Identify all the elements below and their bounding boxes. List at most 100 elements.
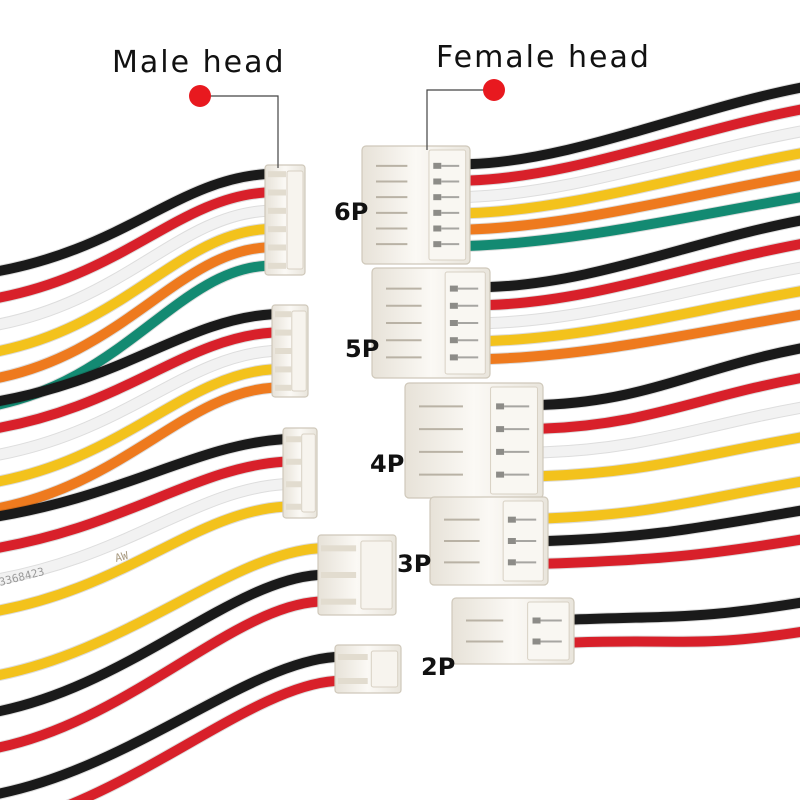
female-contact — [507, 538, 516, 544]
pin-count-label: 4P — [370, 450, 405, 478]
female-head-label: Female head — [436, 40, 651, 75]
male-pin-slot — [268, 171, 286, 178]
male-head-label: Male head — [112, 45, 286, 80]
female-contact — [449, 337, 458, 344]
male-pin-slot — [286, 503, 302, 510]
male-pin-slot — [275, 366, 292, 373]
female-wire — [538, 402, 800, 458]
female-wire — [465, 82, 800, 170]
male-pin-slot — [268, 262, 286, 269]
female-housing-back — [428, 149, 467, 261]
male-wire — [0, 346, 277, 460]
female-wire — [465, 104, 800, 186]
female-contact — [433, 209, 442, 216]
male-pin-slot — [275, 311, 292, 318]
male-pin-slot — [286, 481, 302, 488]
male-wire — [0, 479, 288, 585]
female-wires — [464, 81, 800, 649]
male-wire — [0, 543, 323, 680]
female-contact — [449, 320, 458, 326]
male-housing-latch — [291, 310, 307, 392]
female-wire — [543, 534, 800, 569]
male-wire — [0, 364, 277, 487]
male-housing-latch — [360, 540, 393, 610]
female-marker-dot — [483, 79, 505, 101]
male-pin-slot — [275, 348, 292, 354]
male-wire — [0, 242, 270, 383]
female-leader-line — [426, 89, 492, 150]
female-contact — [433, 225, 442, 232]
pin-count-label: 3P — [397, 550, 432, 578]
female-wire — [538, 373, 800, 434]
male-housing-latch — [286, 170, 304, 270]
female-contact — [449, 354, 458, 361]
female-wire — [485, 215, 800, 292]
female-contact — [496, 403, 505, 410]
male-pin-slot — [286, 436, 302, 443]
connector-housings — [264, 145, 575, 694]
male-pin-slot — [338, 678, 368, 684]
male-pin-slot — [286, 458, 302, 465]
female-contact — [496, 426, 505, 433]
female-wire — [465, 192, 800, 251]
female-contact — [532, 638, 541, 645]
female-contact — [532, 617, 541, 624]
male-pin-slot — [321, 598, 357, 605]
male-housing-latch — [301, 433, 316, 513]
female-contact — [507, 516, 516, 523]
pin-count-label: 5P — [345, 335, 380, 363]
pin-count-label: 6P — [334, 198, 369, 226]
male-wire — [0, 169, 270, 276]
male-wire — [0, 309, 277, 406]
female-wire — [485, 309, 800, 364]
female-contact — [449, 285, 458, 292]
male-wire — [68, 676, 340, 800]
female-contact — [507, 559, 516, 566]
male-pin-slot — [321, 572, 357, 578]
female-wire — [569, 627, 800, 648]
male-pin-slot — [268, 189, 286, 196]
male-wire — [0, 382, 277, 513]
female-wire — [569, 597, 800, 625]
female-housing-back — [527, 601, 570, 661]
female-wire — [538, 343, 800, 410]
male-pin-slot — [268, 207, 286, 214]
female-wire — [538, 432, 800, 482]
male-pin-slot — [268, 244, 286, 251]
female-wire — [485, 262, 800, 328]
female-wire — [485, 239, 800, 310]
female-contact — [433, 241, 442, 248]
female-contact — [433, 194, 442, 201]
female-contact — [433, 162, 442, 169]
male-wire — [0, 205, 270, 330]
male-wire — [0, 652, 340, 799]
male-marker-dot — [189, 85, 211, 107]
male-wires — [0, 168, 341, 800]
male-leader-line — [200, 95, 279, 168]
female-contact — [496, 448, 505, 455]
female-wire — [465, 148, 800, 219]
male-wire — [0, 224, 270, 356]
pin-count-label: 2P — [421, 653, 456, 681]
male-wire — [0, 434, 288, 522]
male-pin-slot — [321, 545, 357, 552]
female-contact — [433, 178, 442, 185]
male-wire — [0, 187, 270, 303]
female-wire — [485, 286, 800, 346]
male-pin-slot — [275, 384, 292, 391]
female-housing-back — [490, 386, 538, 495]
male-wire — [0, 596, 323, 753]
female-wire — [465, 126, 800, 202]
female-wire — [543, 505, 800, 546]
male-pin-slot — [338, 654, 368, 660]
male-wire — [0, 501, 288, 616]
female-contact — [449, 302, 458, 309]
male-wire — [0, 456, 288, 553]
female-contact — [496, 471, 505, 478]
female-wire — [465, 170, 800, 235]
wire-print-2: AW — [114, 549, 130, 565]
male-pin-slot — [275, 329, 292, 336]
female-wire — [543, 476, 800, 524]
